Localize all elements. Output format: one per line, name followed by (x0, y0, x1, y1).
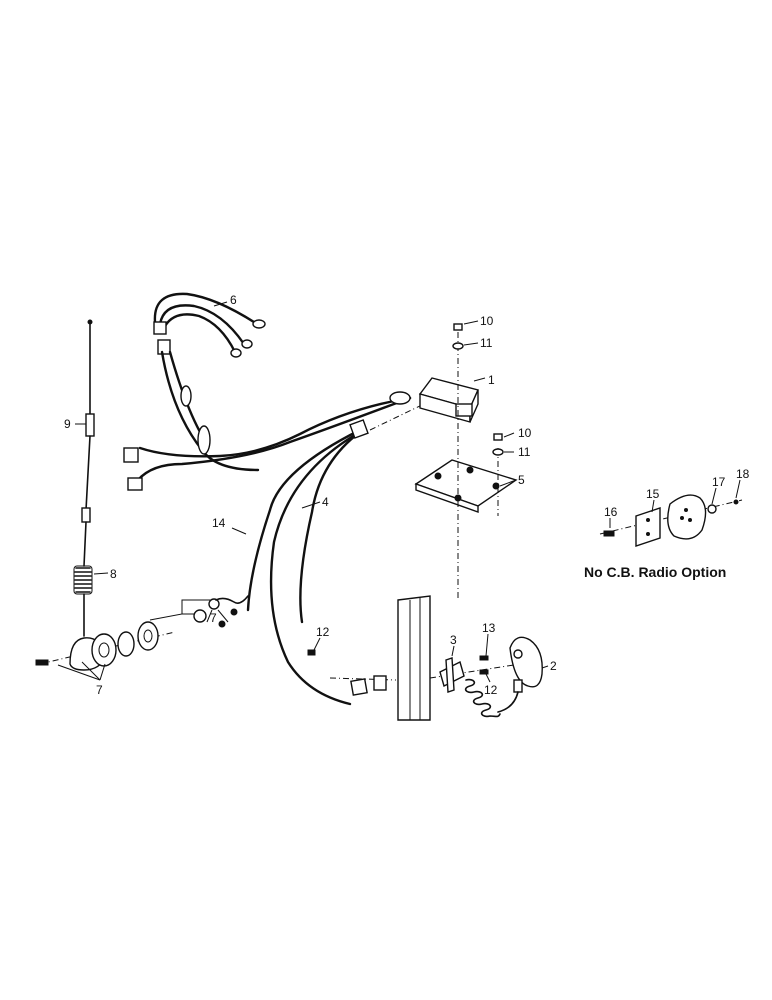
mounting-post (329, 595, 521, 721)
callout-12-left: 12 (316, 625, 330, 639)
callout-14: 14 (212, 516, 226, 530)
callout-8: 8 (110, 567, 117, 581)
cb-radio-unit (418, 377, 479, 423)
mounting-plate (414, 332, 518, 600)
radio-cables (123, 391, 425, 706)
callout-1: 1 (488, 373, 495, 387)
callout-2: 2 (550, 659, 557, 673)
antenna (81, 319, 95, 567)
callout-labels: 1 2 3 4 5 6 7 7 8 9 10 10 11 11 12 12 13… (64, 293, 750, 697)
callout-9: 9 (64, 417, 71, 431)
callout-17: 17 (712, 475, 726, 489)
callout-5: 5 (518, 473, 525, 487)
option-caption: No C.B. Radio Option (584, 564, 726, 580)
antenna-spring (73, 565, 93, 637)
no-cb-option-parts (599, 494, 743, 547)
screws (307, 649, 489, 675)
callout-3: 3 (450, 633, 457, 647)
callout-18: 18 (736, 467, 750, 481)
callout-4: 4 (322, 495, 329, 509)
callout-11-upper: 11 (480, 336, 493, 350)
nut-and-washer-set-upper (452, 323, 464, 350)
callout-11-lower: 11 (518, 445, 531, 459)
mic-connector (350, 675, 387, 696)
antenna-mount-hardware (35, 595, 249, 681)
callout-7-cable-clips: 7 (210, 611, 217, 625)
callout-16: 16 (604, 505, 618, 519)
nut-and-washer-set-lower (492, 433, 504, 456)
callout-15: 15 (646, 487, 660, 501)
leader-lines (75, 301, 741, 683)
power-harness (153, 292, 266, 472)
callout-12-right: 12 (484, 683, 498, 697)
callout-13: 13 (482, 621, 496, 635)
callout-10-upper: 10 (480, 314, 494, 328)
callout-6: 6 (230, 293, 237, 307)
callout-7-antenna-base: 7 (96, 683, 103, 697)
mic-hanger-bracket (439, 657, 465, 693)
microphone (464, 636, 543, 718)
callout-10-lower: 10 (518, 426, 532, 440)
